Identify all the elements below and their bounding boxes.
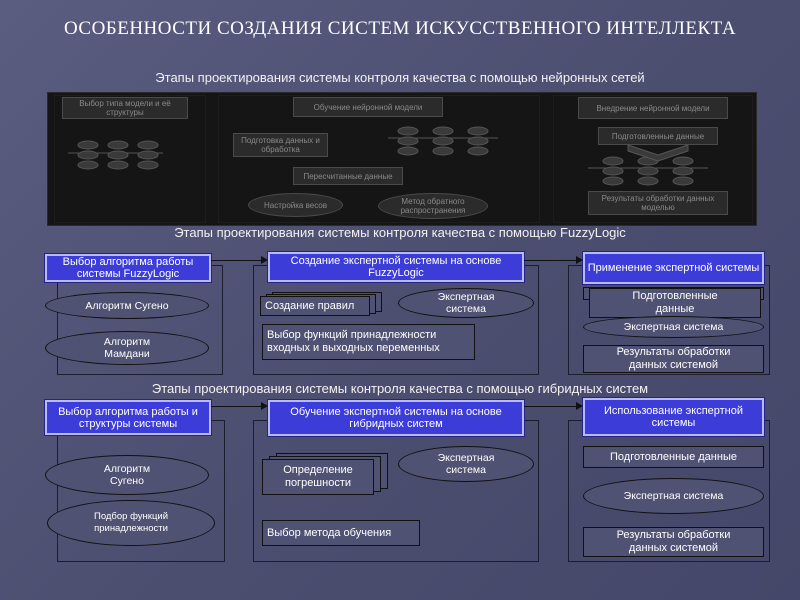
fuzzy-subtitle: Этапы проектирования системы контроля ка… [174, 225, 626, 240]
fuzzy-membership-box: Выбор функций принадлежности входных и в… [262, 324, 475, 360]
neural-box-d: Результаты обработки данных моделью [588, 191, 728, 215]
fuzzy-expert-sys-ellipse: Экспертная система [583, 316, 764, 338]
fuzzy-rules-box: Создание правил [260, 296, 370, 316]
neural-network-graphics [68, 126, 708, 186]
neural-box-a: Подготовка данных и обработка [233, 133, 328, 157]
fuzzy-stage2-button: Создание экспертной системы на основе Fu… [268, 252, 524, 282]
hybrid-results-box: Результаты обработки данных системой [583, 527, 764, 557]
hybrid-arrow-1-line [211, 406, 261, 407]
hybrid-stage2-button: Обучение экспертной системы на основе ги… [268, 400, 524, 436]
network-glyph-3 [588, 156, 708, 186]
neural-stage2-box: Обучение нейронной модели [293, 97, 443, 117]
fuzzy-arrow-1-head [261, 256, 268, 264]
hybrid-stage1-button: Выбор алгоритма работы и структуры систе… [45, 400, 211, 435]
neural-stage3-frame [553, 95, 753, 223]
fuzzy-expert-ellipse: Экспертная система [398, 288, 534, 318]
hybrid-alg1-ellipse: Алгоритм Сугено [45, 455, 209, 495]
funnel-glyph [627, 144, 689, 162]
hybrid-method-box: Выбор метода обучения [262, 520, 420, 546]
hybrid-arrow-2-line [524, 406, 576, 407]
fuzzy-arrow-2-line [524, 260, 576, 261]
neural-box-b: Пересчитанные данные [293, 167, 403, 185]
neural-subtitle: Этапы проектирования системы контроля ка… [155, 70, 645, 85]
hybrid-arrow-2-head [576, 402, 583, 410]
neural-network-diagram: Выбор типа модели и её структуры Обучени… [47, 92, 757, 226]
hybrid-error-box: Определение погрешности [262, 459, 374, 495]
fuzzy-alg1-ellipse: Алгоритм Сугено [45, 292, 209, 319]
neural-ellipse-a: Настройка весов [248, 193, 343, 217]
hybrid-expert-sys-ellipse: Экспертная система [583, 478, 764, 514]
neural-stage2-frame [218, 95, 540, 223]
fuzzy-prepared-box: Подготовленные данные [589, 288, 761, 318]
fuzzy-arrow-1-line [211, 260, 261, 261]
network-glyph-1 [68, 140, 163, 170]
fuzzy-stage3-button: Применение экспертной системы [583, 252, 764, 284]
fuzzy-arrow-2-head [576, 256, 583, 264]
neural-stage1-frame [54, 95, 206, 223]
hybrid-prepared-box: Подготовленные данные [583, 446, 764, 468]
fuzzy-alg2-ellipse: Алгоритм Мамдани [45, 331, 209, 365]
network-glyph-2 [388, 126, 498, 156]
hybrid-arrow-1-head [261, 402, 268, 410]
fuzzy-results-box: Результаты обработки данных системой [583, 345, 764, 373]
hybrid-stage3-button: Использование экспертной системы [583, 398, 764, 436]
neural-stage3-box: Внедрение нейронной модели [578, 97, 728, 119]
hybrid-subtitle: Этапы проектирования системы контроля ка… [151, 381, 649, 396]
hybrid-func-select-ellipse: Подбор функций принадлежности [47, 500, 215, 546]
hybrid-expert-ellipse: Экспертная система [398, 446, 534, 482]
neural-stage1-box: Выбор типа модели и её структуры [62, 97, 188, 119]
neural-ellipse-b: Метод обратного распространения [378, 193, 488, 219]
page-title: ОСОБЕННОСТИ СОЗДАНИЯ СИСТЕМ ИСКУССТВЕННО… [63, 18, 737, 39]
neural-box-c: Подготовленные данные [598, 127, 718, 145]
fuzzy-stage1-button: Выбор алгоритма работы системы FuzzyLogi… [45, 254, 211, 282]
